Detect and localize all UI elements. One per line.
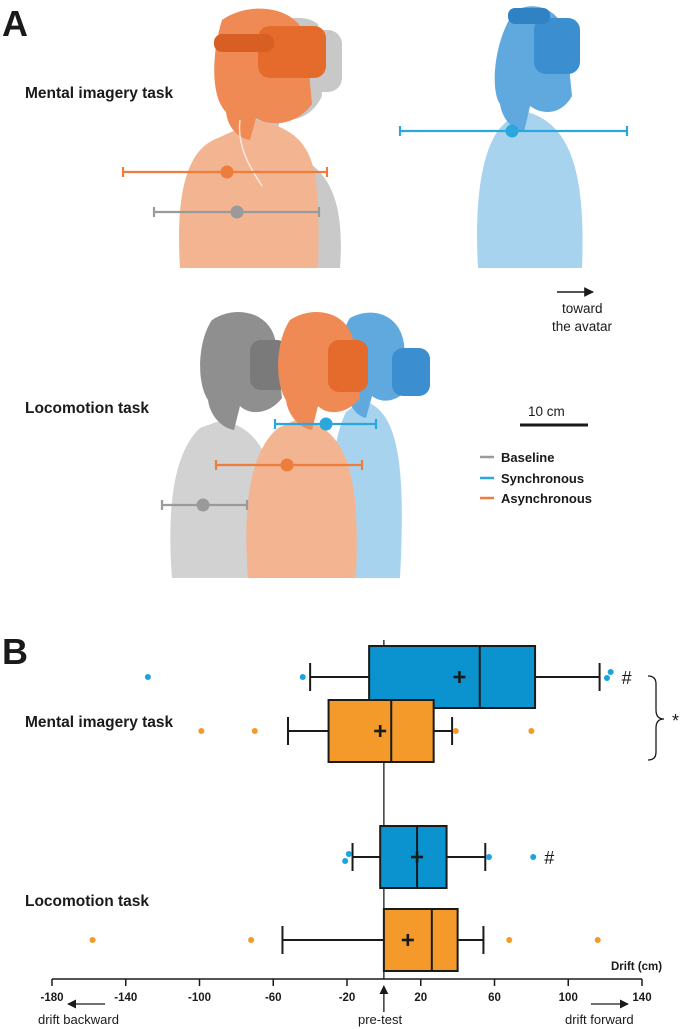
panel-a-letter: A [2, 3, 28, 44]
x-tick-label: 60 [488, 992, 501, 1004]
locomotion-sync-errorbar [273, 417, 378, 431]
outlier-point [603, 675, 610, 681]
outlier-point [607, 669, 614, 675]
legend-label-baseline: Baseline [501, 450, 554, 465]
mental-person-blue [476, 6, 583, 268]
significance-mark: * [672, 711, 679, 731]
x-tick-label: 140 [632, 992, 651, 1004]
mental-task-label-b: Mental imagery task [25, 714, 174, 731]
x-tick-label: -180 [40, 992, 63, 1004]
outlier-point [198, 728, 205, 734]
legend: Baseline Synchronous Asynchronous [480, 450, 592, 506]
x-tick-label: -60 [265, 992, 282, 1004]
outlier-point [342, 858, 349, 864]
x-tick-label: -20 [339, 992, 356, 1004]
legend-label-synchronous: Synchronous [501, 471, 584, 486]
legend-label-asynchronous: Asynchronous [501, 491, 592, 506]
locomotion-person-orange [246, 312, 368, 578]
outlier-point [530, 854, 537, 860]
mental-task-label-a: Mental imagery task [25, 85, 174, 102]
box-iqr [368, 645, 537, 709]
outlier-point [452, 728, 459, 734]
locomotion-task-label-a: Locomotion task [25, 400, 149, 417]
locomotion-task-label-b: Locomotion task [25, 893, 149, 910]
outlier-point [594, 937, 601, 943]
outlier-point [345, 851, 352, 857]
outlier-point [299, 674, 306, 680]
box-2 [198, 699, 535, 763]
outlier-point [144, 674, 151, 680]
locomotion-baseline-errorbar [160, 498, 249, 512]
mental-baseline-errorbar [152, 205, 321, 219]
box-4 [89, 908, 601, 972]
boxplot-chart: # # -180 -140 -100 -60 -20 20 60 100 140 [40, 640, 652, 1012]
drift-forward-label: drift forward [565, 1012, 634, 1027]
drift-backward-label: drift backward [38, 1012, 119, 1027]
significance-bracket [647, 675, 665, 761]
box-1: # [144, 645, 632, 709]
toward-note-line1: toward [562, 301, 603, 316]
x-tick-label: -100 [188, 992, 211, 1004]
mental-async-errorbar [121, 165, 329, 179]
toward-note-line2: the avatar [552, 319, 613, 334]
x-tick-label: -140 [114, 992, 137, 1004]
outlier-point [506, 937, 513, 943]
outlier-point [251, 728, 258, 734]
panel-b-letter: B [2, 631, 28, 672]
x-tick-label: 20 [414, 992, 427, 1004]
mental-person-orange [179, 8, 326, 268]
scale-bar-label: 10 cm [528, 404, 565, 419]
box-iqr [382, 908, 459, 972]
hash-mark: # [544, 848, 554, 868]
locomotion-async-errorbar [214, 458, 364, 472]
x-axis-title: Drift (cm) [611, 961, 662, 973]
box-3: # [342, 825, 554, 889]
hash-mark: # [622, 668, 632, 688]
x-tick-label: 100 [559, 992, 578, 1004]
outlier-point [528, 728, 535, 734]
pre-test-label: pre-test [358, 1012, 402, 1027]
outlier-point [89, 937, 96, 943]
outlier-point [485, 854, 492, 860]
outlier-point [248, 937, 255, 943]
mental-sync-errorbar [398, 124, 629, 138]
